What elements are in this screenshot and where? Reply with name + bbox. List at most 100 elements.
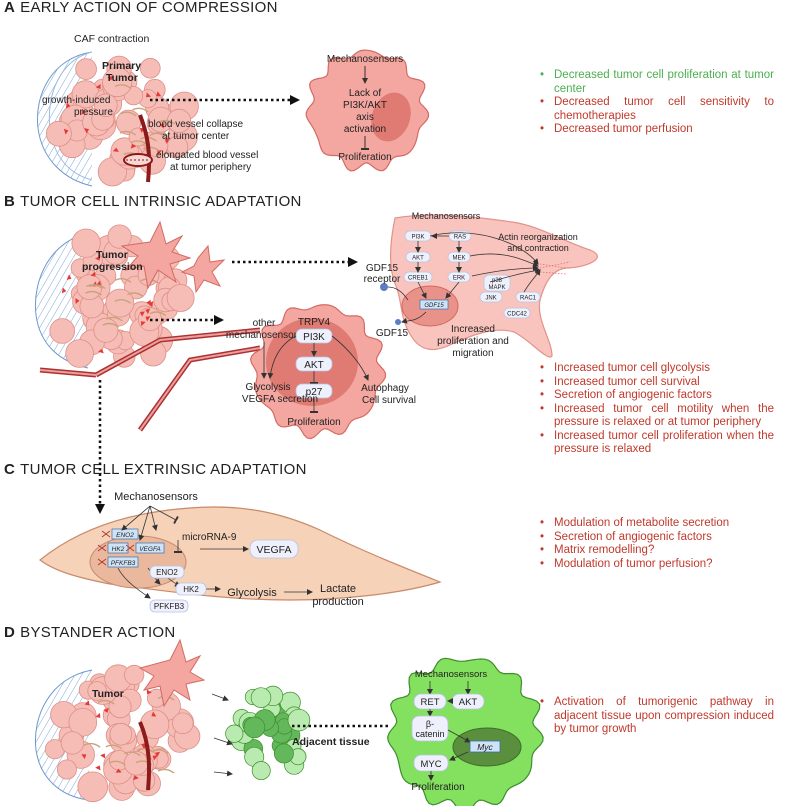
node-jnk-shape bbox=[479, 291, 503, 303]
tumor-cell bbox=[140, 57, 161, 79]
node-beta: β- bbox=[426, 719, 434, 729]
tumor-cell bbox=[107, 224, 132, 249]
label-vessel-collapse: blood vessel collapse bbox=[148, 119, 243, 130]
outcome-item: Secretion of angiogenic factors bbox=[534, 531, 774, 545]
gene-eno2: ENO2 bbox=[116, 532, 134, 539]
tumor-cell bbox=[68, 707, 98, 737]
label-lack-of: Lack of bbox=[349, 88, 381, 99]
outcome-item: Decreased tumor cell proliferation at tu… bbox=[534, 69, 774, 96]
compression-arrow bbox=[130, 143, 137, 149]
node-akt: AKT bbox=[412, 256, 424, 262]
label-gdf15-ligand: GDF15 bbox=[376, 328, 409, 339]
outcome-item: Increased tumor cell motility when the p… bbox=[534, 403, 774, 430]
tumor-cell bbox=[56, 759, 77, 780]
label-production: production bbox=[312, 596, 363, 608]
outcome-item: Matrix remodelling? bbox=[534, 544, 774, 558]
label-axis: axis bbox=[356, 112, 374, 123]
tumor-cell bbox=[108, 695, 132, 719]
adjacent-tissue bbox=[225, 685, 311, 781]
label-other: other bbox=[253, 318, 276, 329]
compression-arrow bbox=[66, 274, 72, 280]
compression-arrow bbox=[107, 75, 114, 81]
outcome-item: Modulation of tumor perfusion? bbox=[534, 558, 774, 572]
tumor-cell bbox=[94, 93, 118, 117]
adjacent-cell bbox=[251, 761, 271, 781]
dna-strand bbox=[125, 544, 135, 552]
stroma-fiber bbox=[119, 111, 137, 117]
stroma-fiber bbox=[108, 760, 126, 766]
node-akt-d: AKT bbox=[459, 697, 478, 708]
label-other-mechanosensors: mechanosensors bbox=[226, 330, 302, 341]
node-rac1: RAC1 bbox=[520, 296, 537, 302]
node-ret: RET bbox=[421, 697, 440, 708]
compression-arrow bbox=[140, 311, 145, 317]
compression-arrow bbox=[148, 301, 154, 308]
stroma-fiber bbox=[119, 130, 137, 136]
stroma-fiber bbox=[114, 278, 132, 283]
stroma-fiber bbox=[114, 84, 132, 89]
section-d-tumor bbox=[34, 638, 206, 803]
label-adjacent-tissue: Adjacent tissue bbox=[292, 736, 370, 748]
compression-arrow bbox=[75, 297, 80, 304]
label-actin-1: Actin reorganization bbox=[498, 232, 578, 242]
compression-arrow bbox=[146, 299, 151, 306]
gene-hk2-shape bbox=[107, 542, 129, 554]
tumor-cell bbox=[93, 317, 119, 343]
label-gdf15-receptor-2: receptor bbox=[364, 274, 401, 285]
gene-pfkfb3: PFKFB3 bbox=[111, 560, 136, 567]
compression-arrow bbox=[95, 255, 101, 261]
node-mapk: MAPK bbox=[488, 285, 505, 291]
node-erk: ERK bbox=[453, 276, 465, 282]
cell-b: other mechanosensors TRPV4 PI3K AKT p27 … bbox=[226, 304, 416, 440]
outcome-item: Increased tumor cell proliferation when … bbox=[534, 430, 774, 457]
label-tumor-d: Tumor bbox=[92, 688, 124, 700]
outcome-item: Activation of tumorigenic pathway in adj… bbox=[534, 696, 774, 737]
tumor-cell bbox=[109, 722, 133, 746]
stroma-fiber bbox=[150, 132, 168, 138]
compression-arrow bbox=[151, 711, 157, 717]
dna-strand bbox=[101, 530, 111, 538]
compression-arrow bbox=[103, 707, 109, 713]
tumor-cell bbox=[75, 58, 97, 80]
compression-arrow bbox=[81, 754, 87, 760]
node-hk2: HK2 bbox=[183, 585, 199, 594]
section-b-tumor bbox=[34, 220, 261, 432]
tumor-cell-cluster bbox=[46, 55, 199, 187]
label-proliferation-a: Proliferation bbox=[338, 152, 391, 163]
label-at-periphery: at tumor periphery bbox=[170, 162, 251, 173]
label-mechanosensors-c: Mechanosensors bbox=[114, 491, 198, 503]
dna-strand bbox=[97, 544, 107, 552]
compression-arrow bbox=[145, 92, 151, 98]
compression-arrow bbox=[145, 308, 151, 315]
label-lactate: Lactate bbox=[320, 583, 356, 595]
label-pressure: pressure bbox=[74, 107, 113, 118]
cell-d: Mechanosensors RET AKT β- catenin Myc MY… bbox=[387, 657, 544, 806]
adjacent-cell bbox=[243, 716, 266, 739]
label-proliferation-d: Proliferation bbox=[411, 782, 464, 793]
compression-arrow bbox=[156, 91, 162, 97]
section-c-outcomes: Modulation of metabolite secretionSecret… bbox=[534, 517, 774, 571]
compression-arrow bbox=[84, 700, 90, 706]
stroma-fiber bbox=[132, 107, 149, 113]
stroma-fiber bbox=[114, 299, 132, 304]
label-progression: progression bbox=[82, 261, 143, 273]
gene-gdf15-shape bbox=[419, 299, 449, 310]
gene-pfkfb3-shape bbox=[107, 556, 139, 568]
dna-strand bbox=[97, 558, 107, 566]
tumor-cell bbox=[76, 274, 103, 301]
compression-arrow bbox=[112, 147, 119, 152]
outcome-item: Decreased tumor cell sensitivity to chem… bbox=[534, 96, 774, 123]
label-actin-2: and contraction bbox=[507, 243, 569, 253]
label-proliferation-b: Proliferation bbox=[287, 417, 340, 428]
label-at-center: at tumor center bbox=[162, 131, 230, 142]
label-caf-contraction: CAF contraction bbox=[74, 33, 149, 45]
compression-arrow bbox=[95, 765, 101, 771]
label-vegfa-secretion: VEGFA secretion bbox=[242, 394, 318, 405]
gene-vegfa-shape bbox=[135, 542, 165, 554]
compression-arrow bbox=[164, 138, 170, 144]
